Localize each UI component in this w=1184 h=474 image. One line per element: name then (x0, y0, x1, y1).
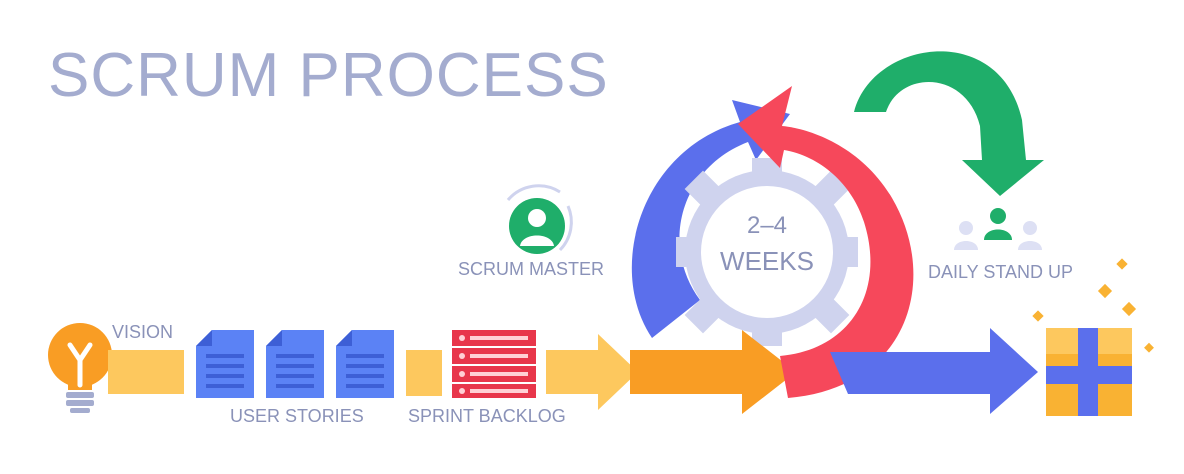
user-stories-label: USER STORIES (230, 406, 364, 426)
sprint-backlog-label: SPRINT BACKLOG (408, 406, 566, 426)
story-band (406, 350, 442, 396)
green-daily-arrow (854, 51, 1044, 196)
gift-box-icon (1046, 328, 1132, 416)
document-icon (196, 330, 254, 398)
daily-hours-number: 24 (923, 104, 945, 124)
scrum-master-label: SCRUM MASTER (458, 259, 605, 279)
daily-stand-up-label: DAILY STAND UP (928, 262, 1074, 282)
blue-arrow (830, 328, 1038, 414)
orange-arrow (630, 330, 796, 414)
backlog-stack-icon (452, 330, 536, 398)
vision-label: VISION (112, 322, 174, 342)
gear-icon (676, 158, 858, 346)
blue-loop-arrow (631, 100, 790, 338)
page-title: SCRUM PROCESS (48, 41, 609, 110)
sprint-duration-number: 2–4 (746, 212, 788, 239)
team-icon (954, 208, 1042, 250)
daily-hours-unit: HOURS (901, 128, 967, 148)
yellow-arrow (546, 334, 638, 410)
lightbulb-icon (48, 323, 112, 413)
document-icon (266, 330, 324, 398)
red-loop-arrow (738, 86, 914, 398)
sprint-duration-unit: WEEKS (720, 246, 814, 276)
person-icon (506, 184, 573, 254)
vision-band (108, 350, 184, 394)
document-icon (336, 330, 394, 398)
sparkle-icon (1032, 258, 1154, 353)
